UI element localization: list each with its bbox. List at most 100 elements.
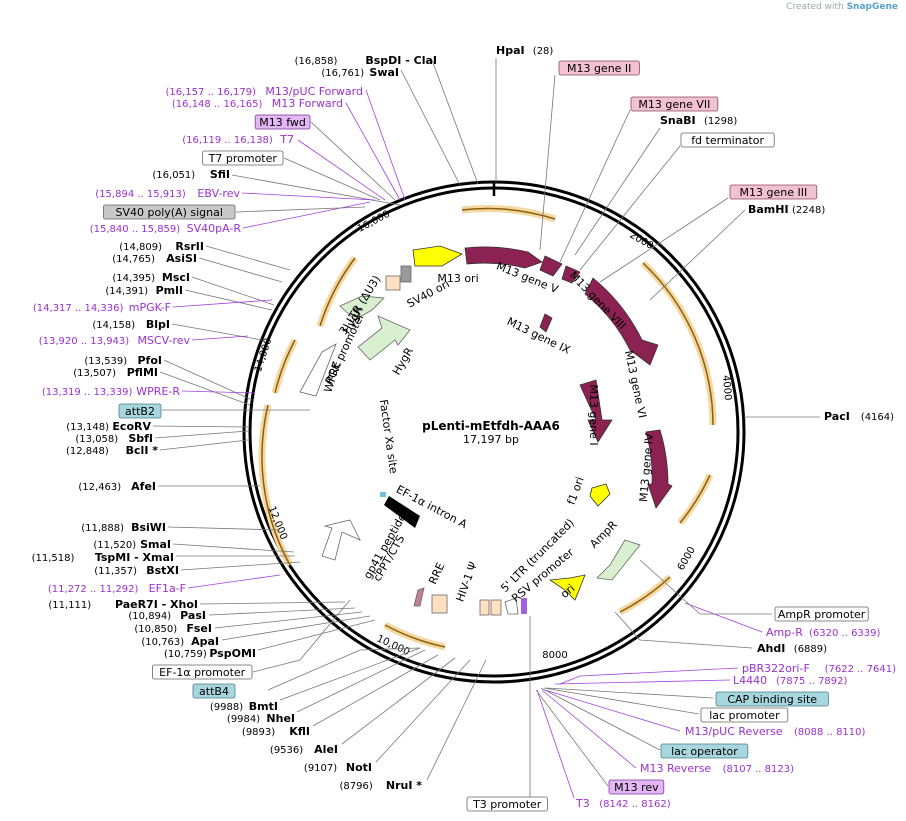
inner-features (299, 245, 673, 616)
primer[interactable]: Amp-R(6320 .. 6339) (766, 626, 881, 639)
feature-inner-label: SV40 ori (405, 277, 452, 310)
primer[interactable]: (14,317 .. 14,336)mPGK-F (33, 301, 171, 314)
site-name: BstXI (146, 564, 179, 577)
restriction-site[interactable]: (11,357)BstXI (94, 564, 179, 577)
feature-label-box[interactable]: AmpR promoter (774, 606, 869, 622)
restriction-site[interactable]: (9536)AleI (270, 743, 338, 756)
feature-label-box[interactable]: M13 rev (608, 779, 665, 795)
restriction-site[interactable]: (14,809)RsrII (119, 240, 204, 253)
restriction-site[interactable]: PacI(4164) (824, 410, 894, 423)
primer[interactable]: M13/pUC Reverse(8088 .. 8110) (685, 725, 866, 738)
primer[interactable]: (13,319 .. 13,339)WPRE-R (42, 385, 180, 398)
site-position: (14,765) (112, 254, 155, 265)
site-position: (9536) (270, 745, 303, 756)
feature-label-box[interactable]: lac operator (660, 743, 749, 759)
restriction-site[interactable]: AhdI(6889) (757, 642, 827, 655)
primer[interactable]: T3(8142 .. 8162) (575, 797, 671, 810)
primer[interactable]: pBR322ori-F(7622 .. 7641) (742, 662, 896, 675)
feature-label-box[interactable]: M13 gene II (558, 60, 640, 76)
restriction-site[interactable]: (11,111)PaeR7I - XhoI (48, 598, 198, 611)
feature-inner-label: Factor Xa site (377, 399, 400, 475)
restriction-site[interactable]: (10,894)PasI (128, 609, 206, 622)
feature-label-box[interactable]: fd terminator (680, 132, 775, 148)
site-position: (10,850) (134, 624, 177, 635)
primer-name: T7 (279, 133, 294, 146)
restriction-site[interactable]: (11,520)SmaI (93, 538, 171, 551)
site-position: (8796) (340, 781, 373, 792)
feature-label-box[interactable]: CAP binding site (715, 691, 829, 707)
primer[interactable]: (13,920 .. 13,943)MSCV-rev (39, 334, 191, 347)
primer-name: mPGK-F (129, 301, 171, 314)
restriction-site[interactable]: (16,051)SfiI (152, 168, 230, 181)
credit-prefix: Created with (786, 2, 844, 12)
restriction-site[interactable]: (14,395)MscI (112, 271, 190, 284)
feature-label-box[interactable]: T7 promoter (202, 150, 284, 166)
restriction-site[interactable]: SnaBI(1298) (660, 114, 737, 127)
primer[interactable]: (15,894 .. 15,913)EBV-rev (95, 187, 240, 200)
restriction-site[interactable]: (14,158)BlpI (92, 318, 170, 331)
feature-label-box[interactable]: T3 promoter (466, 796, 548, 812)
map-labels: 200040006000800010,00012,00014,00016,000… (32, 44, 896, 812)
site-name: PasI (180, 609, 206, 622)
primer[interactable]: (16,148 .. 16,165)M13 Forward (172, 97, 343, 110)
restriction-site[interactable]: (16,858)BspDI - ClaI (295, 54, 437, 67)
site-position: (14,158) (92, 320, 135, 331)
primer-position: (7875 .. 7892) (776, 676, 848, 687)
tick-label: 8000 (542, 650, 567, 661)
restriction-site[interactable]: (10,763)ApaI (141, 635, 219, 648)
restriction-site[interactable]: (8796)NruI * (340, 779, 423, 792)
primer[interactable]: M13 Reverse(8107 .. 8123) (640, 762, 794, 775)
feature-label-box[interactable]: attB2 (118, 403, 162, 419)
primer-position: (15,840 .. 15,859) (90, 224, 181, 235)
primer[interactable]: (16,119 .. 16,138)T7 (182, 133, 294, 146)
feature-label-box[interactable]: M13 gene VII (630, 96, 719, 112)
plasmid-name: pLenti-mEtfdh-AAA6 (422, 419, 560, 433)
feature-inner-label: M13 gene VIII (567, 269, 629, 332)
restriction-site[interactable]: (9893)KflI (242, 725, 310, 738)
feature-label-box[interactable]: M13 fwd (254, 114, 311, 130)
site-name: EcoRV (112, 420, 151, 433)
restriction-site[interactable]: (13,058)SbfI (75, 432, 153, 445)
site-name: BsiWI (131, 521, 166, 534)
feature-name: M13 rev (614, 781, 659, 794)
restriction-site[interactable]: (13,507)PflMI (73, 366, 158, 379)
tick-label: 4000 (720, 375, 733, 401)
restriction-site[interactable]: BamHI(2248) (748, 203, 825, 216)
restriction-site[interactable]: (14,765)AsiSI (112, 252, 197, 265)
site-name: BclI * (126, 444, 159, 457)
restriction-site[interactable]: (9984)NheI (227, 712, 295, 725)
restriction-site[interactable]: (10,759)PspOMI (164, 647, 256, 660)
feature-label-box[interactable]: M13 gene III (729, 184, 818, 200)
feature-label-box[interactable]: SV40 poly(A) signal (103, 204, 236, 220)
primer-position: (8142 .. 8162) (599, 799, 671, 810)
restriction-site[interactable]: (13,148)EcoRV (66, 420, 151, 433)
site-position: (11,111) (48, 600, 91, 611)
feature-name: lac operator (671, 745, 738, 758)
feature-name: M13 gene II (567, 62, 631, 75)
site-name: PflMI (127, 366, 158, 379)
site-name: PacI (824, 410, 850, 423)
restriction-site[interactable]: (13,539)PfoI (84, 354, 162, 367)
site-position: (14,395) (112, 273, 155, 284)
primer[interactable]: L4440 (7875 .. 7892) (733, 674, 848, 687)
site-position: (12,848) (66, 446, 109, 457)
restriction-site[interactable]: (9988)BmtI (210, 700, 278, 713)
feature-label-box[interactable]: attB4 (192, 683, 236, 699)
feature-label-box[interactable]: EF-1α promoter (151, 664, 253, 680)
feature-label-box[interactable]: lac promoter (700, 707, 789, 723)
restriction-site[interactable]: (11,888)BsiWI (81, 521, 166, 534)
restriction-site[interactable]: HpaI(28) (496, 44, 553, 57)
primer[interactable]: (15,840 .. 15,859)SV40pA-R (90, 222, 242, 235)
primer[interactable]: (16,157 .. 16,179)M13/pUC Forward (166, 85, 364, 98)
restriction-site[interactable]: (16,761)SwaI (321, 66, 399, 79)
restriction-site[interactable]: (12,848) BclI * (66, 444, 158, 457)
primer-name: MSCV-rev (137, 334, 190, 347)
primer[interactable]: (11,272 .. 11,292)EF1a-F (48, 582, 186, 595)
restriction-site[interactable]: (10,850)FseI (134, 622, 212, 635)
restriction-site[interactable]: (14,391)PmlI (105, 284, 183, 297)
restriction-site[interactable]: (9107)NotI (304, 761, 372, 774)
restriction-site[interactable]: (12,463)AfeI (78, 480, 156, 493)
primer-name: L4440 (733, 674, 767, 687)
restriction-site[interactable]: (11,518)TspMI - XmaI (32, 551, 174, 564)
